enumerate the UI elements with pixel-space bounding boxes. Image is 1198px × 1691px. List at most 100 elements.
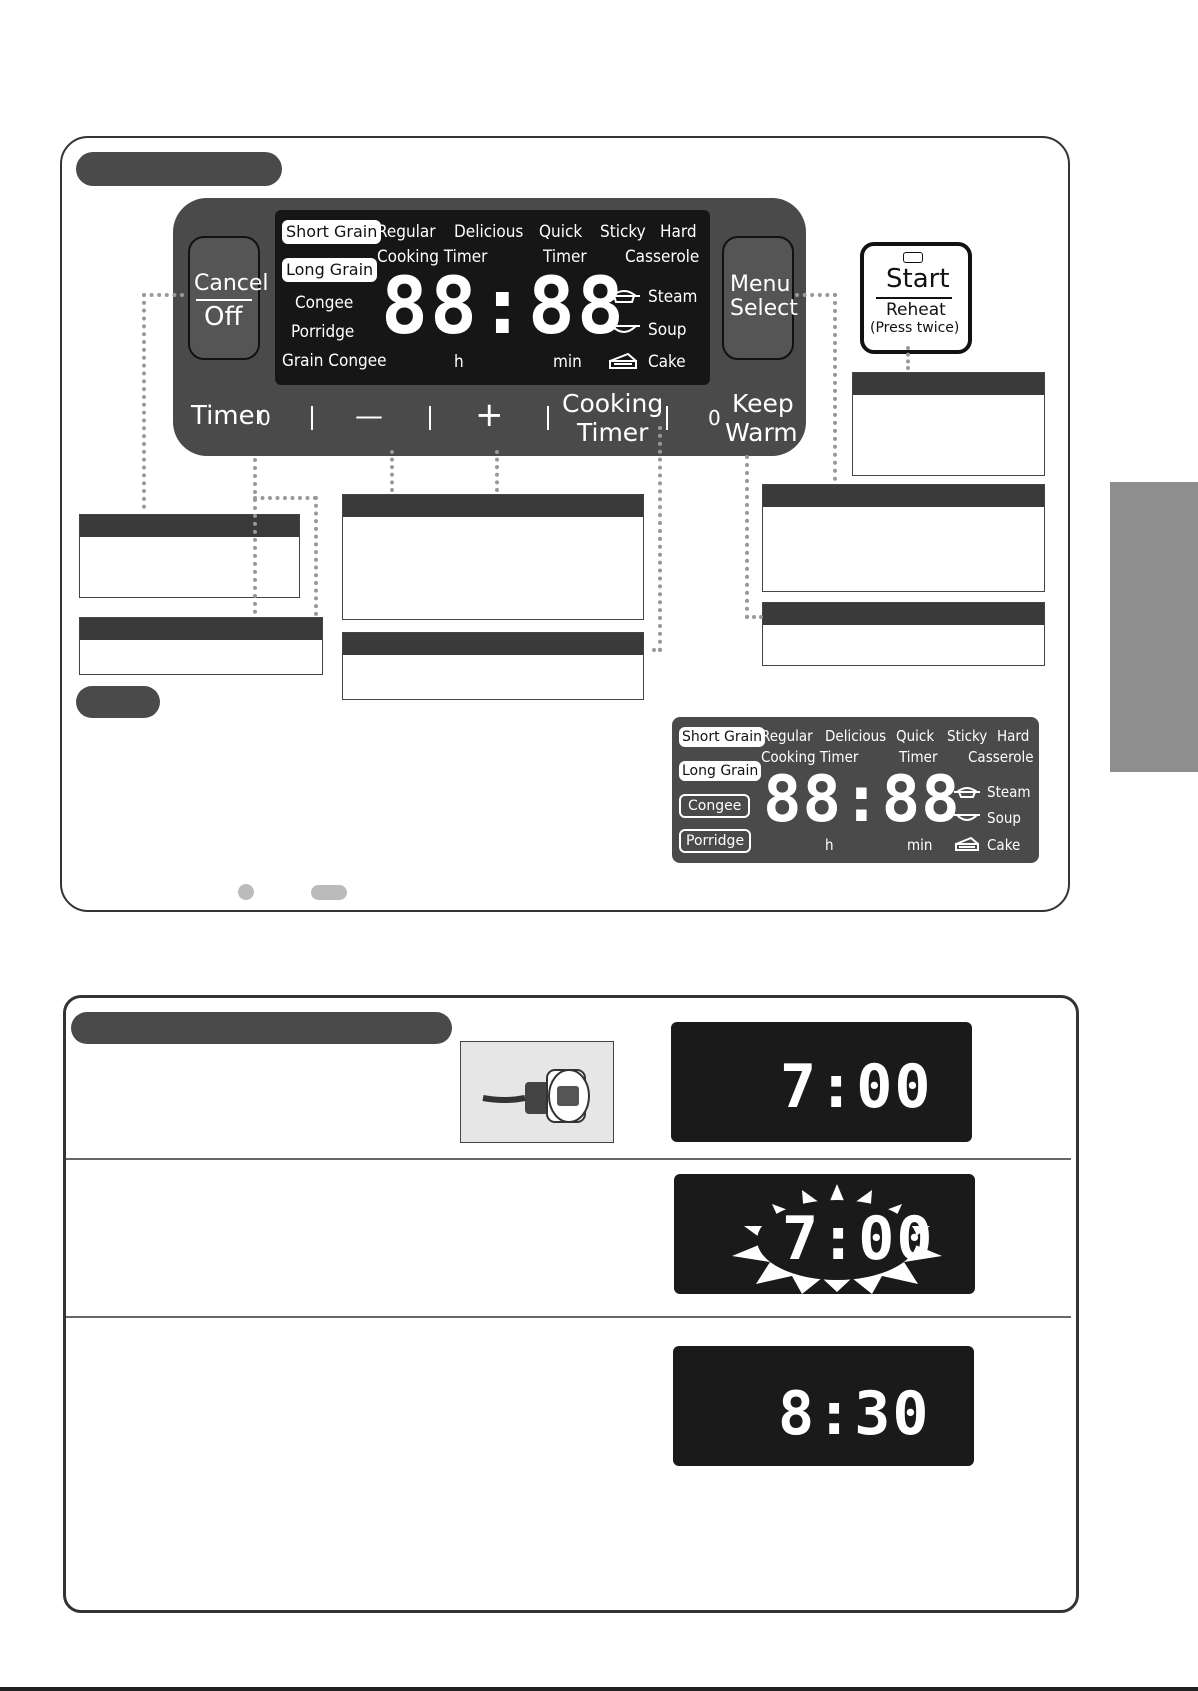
quick-label: Quick xyxy=(539,222,583,242)
cooking-timer-label: Cooking Timer xyxy=(377,247,488,267)
leader-menu-select xyxy=(795,293,837,481)
callout-minus-plus xyxy=(342,494,644,620)
callout-timer xyxy=(79,617,323,675)
button-separator xyxy=(311,406,313,430)
chapter-side-tab xyxy=(1110,482,1198,772)
legend-dot-mark xyxy=(238,884,254,900)
leader-cooking-timer xyxy=(652,426,662,652)
cake-icon xyxy=(609,352,637,369)
clock-readout-blinking: 7:00 xyxy=(782,1204,935,1274)
minutes-unit: min xyxy=(553,352,582,372)
step-divider xyxy=(66,1158,1071,1160)
leader-timer-h xyxy=(253,496,317,504)
porridge-label: Porridge xyxy=(291,322,355,342)
cancel-off-button[interactable] xyxy=(188,236,260,360)
grain-congee-label: Grain Congee xyxy=(282,351,387,371)
soup-label: Soup xyxy=(648,320,687,340)
legend-pill-mark xyxy=(311,885,347,900)
cooking-timer-button-line2: Timer xyxy=(577,418,649,447)
keep-warm-button[interactable]: Keep xyxy=(732,389,794,418)
d2-long-grain: Long Grain xyxy=(679,761,762,781)
blink-burst-icon xyxy=(732,1184,942,1294)
d2-cooking-timer: Cooking Timer xyxy=(761,748,859,766)
menu-label: Menu xyxy=(730,272,791,297)
d2-regular: Regular xyxy=(761,727,813,745)
clock-display-initial xyxy=(671,1022,972,1142)
off-label: Off xyxy=(204,302,243,332)
d2-cake-icon xyxy=(955,836,979,851)
section-heading-pill xyxy=(76,152,282,186)
timer-button[interactable]: Timer xyxy=(191,401,266,431)
d2-steam-icon xyxy=(954,787,980,798)
start-label: Start xyxy=(886,264,950,294)
steam-label: Steam xyxy=(648,287,698,307)
callout-keep-warm xyxy=(762,602,1045,666)
clock-setting-section xyxy=(63,995,1079,1613)
leader-cancel xyxy=(142,293,184,509)
d2-digit-readout: 88:88 xyxy=(763,763,961,837)
d2-minutes-unit: min xyxy=(907,836,933,854)
select-label: Select xyxy=(730,296,798,321)
d2-soup-icon xyxy=(954,814,980,821)
d2-timer: Timer xyxy=(899,748,938,766)
cooking-timer-button[interactable]: Cooking xyxy=(562,389,664,418)
clock-readout-initial: 7:00 xyxy=(780,1052,933,1122)
clock-section-heading-pill xyxy=(71,1012,452,1044)
reheat-label: Reheat xyxy=(886,300,946,320)
button-separator xyxy=(666,406,668,430)
leader-timer-v xyxy=(314,496,322,616)
delicious-label: Delicious xyxy=(454,222,524,242)
menu-select-button[interactable] xyxy=(722,236,794,360)
plus-button[interactable]: + xyxy=(475,395,504,435)
page-bottom-rule xyxy=(0,1687,1198,1691)
d2-cake: Cake xyxy=(987,836,1021,854)
short-grain-indicator: Short Grain xyxy=(282,220,382,244)
leader-minus xyxy=(390,450,398,492)
long-grain-indicator: Long Grain xyxy=(282,258,378,282)
congee-label: Congee xyxy=(295,293,354,313)
button-separator xyxy=(429,406,431,430)
note-heading-pill xyxy=(76,686,160,718)
steam-icon xyxy=(608,290,640,303)
power-plug-image xyxy=(460,1041,614,1143)
button-separator xyxy=(547,406,549,430)
callout-start-reheat xyxy=(852,372,1045,476)
d2-short-grain: Short Grain xyxy=(679,727,765,747)
keep-warm-indicator: 0 xyxy=(708,406,721,430)
d2-steam: Steam xyxy=(987,783,1031,801)
d2-congee: Congee xyxy=(679,794,751,818)
leader-plus xyxy=(495,450,503,492)
d2-delicious: Delicious xyxy=(825,727,887,745)
d2-porridge: Porridge xyxy=(679,829,752,853)
digit-readout: 88:88 xyxy=(381,262,626,352)
hard-label: Hard xyxy=(660,222,697,242)
hours-unit: h xyxy=(454,352,464,372)
d2-hard: Hard xyxy=(997,727,1030,745)
start-divider xyxy=(876,297,952,299)
leader-start xyxy=(906,346,914,370)
control-panel-section xyxy=(60,136,1070,912)
d2-hours-unit: h xyxy=(825,836,834,854)
leader-timer xyxy=(253,458,321,614)
cake-label: Cake xyxy=(648,352,686,372)
step-divider xyxy=(66,1316,1071,1318)
soup-icon xyxy=(608,325,640,333)
regular-label: Regular xyxy=(377,222,436,242)
callout-cancel-off xyxy=(79,514,300,598)
callout-cooking-timer xyxy=(342,632,644,700)
start-indicator-lamp xyxy=(903,252,923,263)
press-twice-label: (Press twice) xyxy=(870,320,960,336)
keep-warm-button-line2: Warm xyxy=(725,418,798,447)
d2-sticky: Sticky xyxy=(947,727,988,745)
cancel-label: Cancel xyxy=(194,271,269,296)
sticky-label: Sticky xyxy=(600,222,646,242)
minus-button[interactable]: — xyxy=(355,399,383,432)
cancel-divider xyxy=(196,299,252,301)
plug-icon xyxy=(482,1069,590,1123)
clock-readout-set: 8:30 xyxy=(778,1379,931,1449)
leader-keep-warm xyxy=(745,455,763,619)
callout-menu-select xyxy=(762,484,1045,592)
clock-display-set xyxy=(673,1346,974,1466)
timer-label: Timer xyxy=(543,247,587,267)
d2-quick: Quick xyxy=(896,727,935,745)
